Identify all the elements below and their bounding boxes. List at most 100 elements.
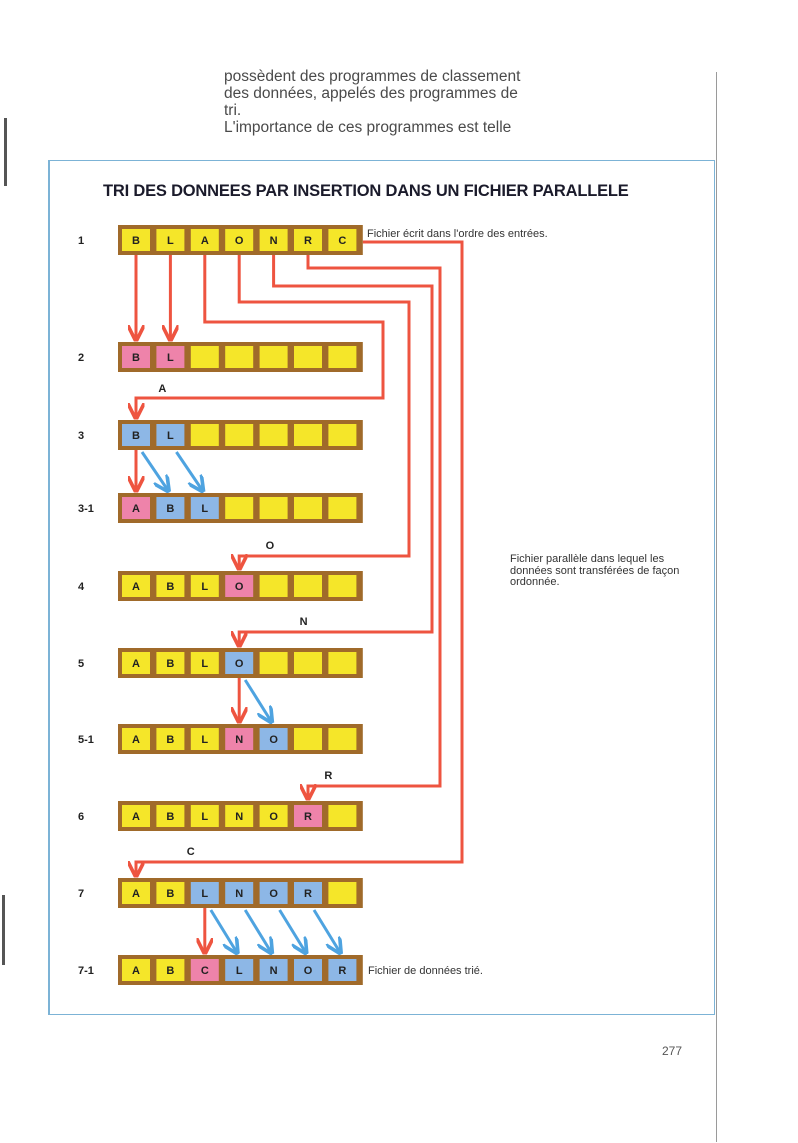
cell-letter: O	[235, 658, 244, 670]
sorted-file-note: Fichier de données trié.	[368, 965, 483, 977]
shift-arrow	[312, 909, 340, 953]
file-cell	[225, 882, 254, 904]
file-cell	[156, 229, 185, 251]
file-cell	[328, 229, 357, 251]
shift-arrow	[140, 451, 168, 491]
file-cell	[122, 575, 150, 597]
file-cell	[122, 346, 150, 368]
cell-letter: B	[166, 658, 174, 670]
route-arrow	[239, 255, 434, 646]
file-cell	[328, 959, 357, 981]
file-cell	[259, 497, 288, 519]
intro-text: possèdent des programmes de classement d…	[224, 68, 534, 136]
binder-mark	[4, 118, 7, 186]
file-cell	[156, 575, 185, 597]
file-cell	[190, 805, 219, 827]
cell-letter: O	[269, 811, 278, 823]
intro-line: possèdent des programmes de classement	[224, 68, 521, 85]
cell-letter: C	[338, 235, 346, 247]
file-cell	[328, 652, 357, 674]
file-cell	[225, 497, 254, 519]
file-cell	[122, 497, 150, 519]
file-cell	[294, 497, 322, 519]
file-cell	[294, 728, 322, 750]
cell-letter: B	[166, 811, 174, 823]
cell-letter: B	[132, 352, 140, 364]
shift-arrow	[175, 451, 202, 491]
cell-letter: L	[201, 581, 208, 593]
row-label: 1	[78, 235, 84, 247]
cell-letter: B	[132, 235, 140, 247]
file-cell	[294, 424, 322, 446]
file-cell	[122, 959, 150, 981]
file-cell	[190, 497, 219, 519]
file-cell	[156, 959, 185, 981]
file-cell	[190, 424, 219, 446]
insert-letter: R	[324, 770, 332, 782]
file-cell	[156, 424, 185, 446]
file-cell	[259, 728, 288, 750]
file-cell	[122, 805, 150, 827]
diagram-title: TRI DES DONNEES PAR INSERTION DANS UN FI…	[103, 182, 629, 200]
file-cell	[190, 229, 219, 251]
cell-letter: N	[270, 965, 278, 977]
cell-letter: L	[201, 734, 208, 746]
file-cell	[156, 497, 185, 519]
file-cell	[225, 424, 254, 446]
cell-letter: L	[201, 888, 208, 900]
row-label: 3	[78, 430, 84, 442]
file-cell	[190, 728, 219, 750]
file-cell	[294, 882, 322, 904]
file-cell	[190, 346, 219, 368]
file-cell	[122, 424, 150, 446]
cell-letter: O	[304, 965, 313, 977]
cell-letter: A	[201, 235, 209, 247]
file-cell	[225, 346, 254, 368]
shift-arrow	[278, 909, 306, 953]
route-arrow	[308, 255, 442, 799]
cell-letter: O	[269, 734, 278, 746]
insert-letter: C	[187, 846, 195, 858]
file-cell	[259, 575, 288, 597]
intro-line: L'importance de ces programmes est telle	[224, 119, 512, 136]
cell-letter: N	[235, 734, 243, 746]
shift-arrow	[243, 679, 271, 722]
file-cell	[122, 882, 150, 904]
page-number: 277	[662, 1044, 683, 1058]
cell-letter: L	[167, 430, 174, 442]
diagram-frame	[48, 160, 715, 1015]
cell-letter: L	[201, 658, 208, 670]
file-cell	[328, 805, 357, 827]
parallel-file-note: Fichier parallèle dans lequel les donnée…	[510, 553, 680, 588]
row-label: 4	[78, 581, 85, 593]
cell-letter: N	[235, 811, 243, 823]
route-arrow	[136, 240, 464, 876]
file-cell	[259, 882, 288, 904]
cell-letter: B	[166, 734, 174, 746]
diagram-frame-left	[48, 160, 50, 1015]
cell-letter: A	[132, 811, 140, 823]
cell-letter: A	[132, 965, 140, 977]
row-label: 5	[78, 658, 84, 670]
cell-letter: N	[235, 888, 243, 900]
cell-letter: O	[235, 581, 244, 593]
shift-arrow	[209, 909, 237, 953]
cell-letter: N	[270, 235, 278, 247]
file-cell	[225, 652, 254, 674]
row-label: 7-1	[78, 965, 94, 977]
file-cell	[156, 728, 185, 750]
cell-letter: A	[132, 734, 140, 746]
insert-letter: A	[158, 383, 166, 395]
file-cell	[259, 346, 288, 368]
file-cell	[225, 805, 254, 827]
file-cell	[190, 652, 219, 674]
binder-mark	[2, 895, 5, 965]
file-cell	[259, 959, 288, 981]
file-cell	[294, 346, 322, 368]
